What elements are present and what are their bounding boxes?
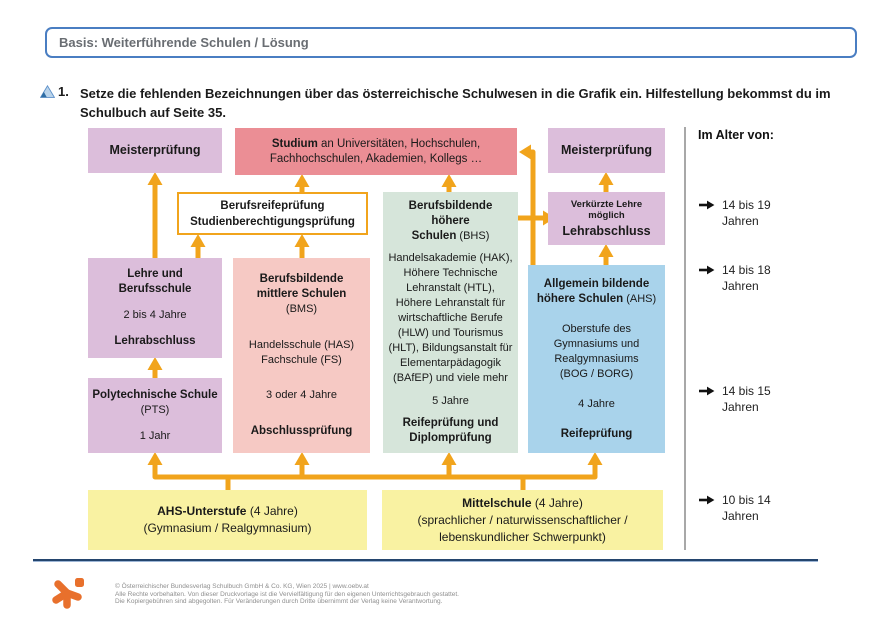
box-pts: Polytechnische Schule (PTS) 1 Jahr xyxy=(88,378,222,453)
bottom-connector xyxy=(152,464,598,480)
copyright-text: © Österreichischer Bundesverlag Schulbuc… xyxy=(115,583,459,606)
black-arrow-icon xyxy=(699,495,715,505)
black-arrow-icon xyxy=(699,265,715,275)
ahs-school-list: Oberstufe des Gymnasiums und Realgymnasi… xyxy=(553,322,640,380)
box-berufsreifepruefung: Berufsreifeprüfung Studienberechtigungsp… xyxy=(177,192,368,235)
arrow-ahs-to-studium-elbow xyxy=(530,149,536,265)
box-bms: Berufsbildende mittlere Schulen (BMS) Ha… xyxy=(233,258,370,453)
task-line-2: Schulbuch auf Seite 35. xyxy=(80,105,226,120)
oebv-logo-icon xyxy=(52,578,84,609)
box-meisterpruefung-left: Meisterprüfung xyxy=(88,128,222,173)
footer-divider xyxy=(33,559,818,562)
box-mittelschule: Mittelschule (4 Jahre) (sprachlicher / n… xyxy=(382,490,663,550)
age-column-title: Im Alter von: xyxy=(698,128,774,142)
task-instruction: Setze die fehlenden Bezeichnungen über d… xyxy=(80,84,858,122)
box-lehre-berufsschule: Lehre und Berufsschule 2 bis 4 Jahre Leh… xyxy=(88,258,222,358)
task-line-1: Setze die fehlenden Bezeichnungen über d… xyxy=(80,86,831,101)
box-ahs: Allgemein bildende höhere Schulen (AHS) … xyxy=(528,265,665,453)
box-meisterpruefung-right: Meisterprüfung xyxy=(548,128,665,173)
black-arrow-icon xyxy=(699,200,715,210)
task-number: 1. xyxy=(58,84,69,99)
black-arrow-icon xyxy=(699,386,715,396)
box-verkuerzte-lehre: Verkürzte Lehre möglich Lehrabschluss xyxy=(548,192,665,245)
box-bhs: Berufsbildende höhere Schulen (BHS) Hand… xyxy=(383,192,518,453)
bhs-school-list: Handelsakademie (HAK), Höhere Technische… xyxy=(388,252,513,385)
box-studium: Studium an Universitäten, Hochschulen, F… xyxy=(235,128,517,175)
task-triangle-icon xyxy=(40,85,55,98)
age-column-divider xyxy=(684,127,686,550)
box-ahs-unterstufe: AHS-Unterstufe (4 Jahre) (Gymnasium / Re… xyxy=(88,490,367,550)
page-title: Basis: Weiterführende Schulen / Lösung xyxy=(59,35,309,50)
title-box: Basis: Weiterführende Schulen / Lösung xyxy=(45,27,857,58)
